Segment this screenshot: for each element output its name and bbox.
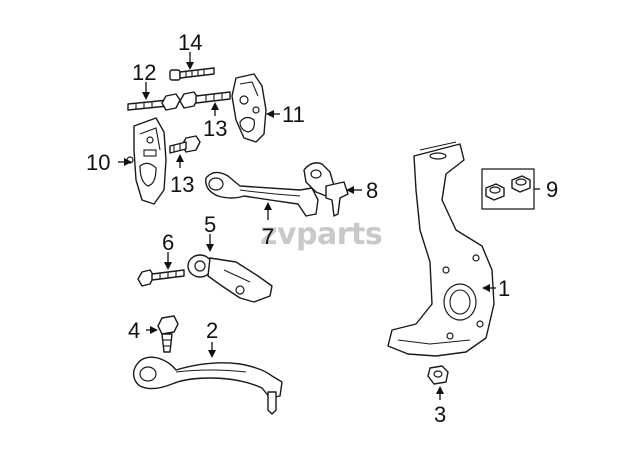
part-14-bolt [169, 67, 215, 81]
part-7-upper-control-arm [205, 171, 319, 217]
callout-labels: 14 12 13 11 10 13 8 7 9 6 5 1 4 2 3 [86, 30, 558, 427]
part-13-lower-bolt [169, 135, 201, 154]
part-13-upper-bolt [179, 91, 231, 109]
callout-10: 10 [86, 150, 110, 175]
part-11-bracket [231, 73, 267, 143]
part-4-bolt [157, 315, 179, 353]
part-6-bolt [137, 269, 185, 287]
watermark-logo: zvparts [260, 217, 382, 252]
callout-13-lower: 13 [170, 172, 194, 197]
callout-12: 12 [132, 60, 156, 85]
leader-lines [118, 52, 540, 400]
part-12-bolt [127, 93, 181, 111]
callout-1: 1 [498, 276, 510, 301]
callout-11: 11 [282, 102, 305, 127]
callout-8: 8 [366, 178, 378, 203]
part-1-steering-knuckle [387, 141, 495, 357]
callout-7: 7 [262, 224, 274, 249]
callout-13-upper: 13 [203, 116, 227, 141]
part-9-nut-set [481, 168, 535, 210]
callout-14: 14 [178, 30, 202, 55]
part-8-ball-joint [303, 162, 349, 217]
callout-4: 4 [128, 318, 140, 343]
part-3-nut [427, 365, 449, 385]
callout-2: 2 [206, 318, 218, 343]
callout-6: 6 [162, 230, 174, 255]
callout-5: 5 [204, 212, 216, 237]
part-5-bracket [187, 254, 273, 303]
part-10-bracket [126, 117, 167, 205]
callout-9: 9 [546, 177, 558, 202]
part-2-lower-control-arm [132, 356, 283, 415]
callout-3: 3 [434, 402, 446, 427]
